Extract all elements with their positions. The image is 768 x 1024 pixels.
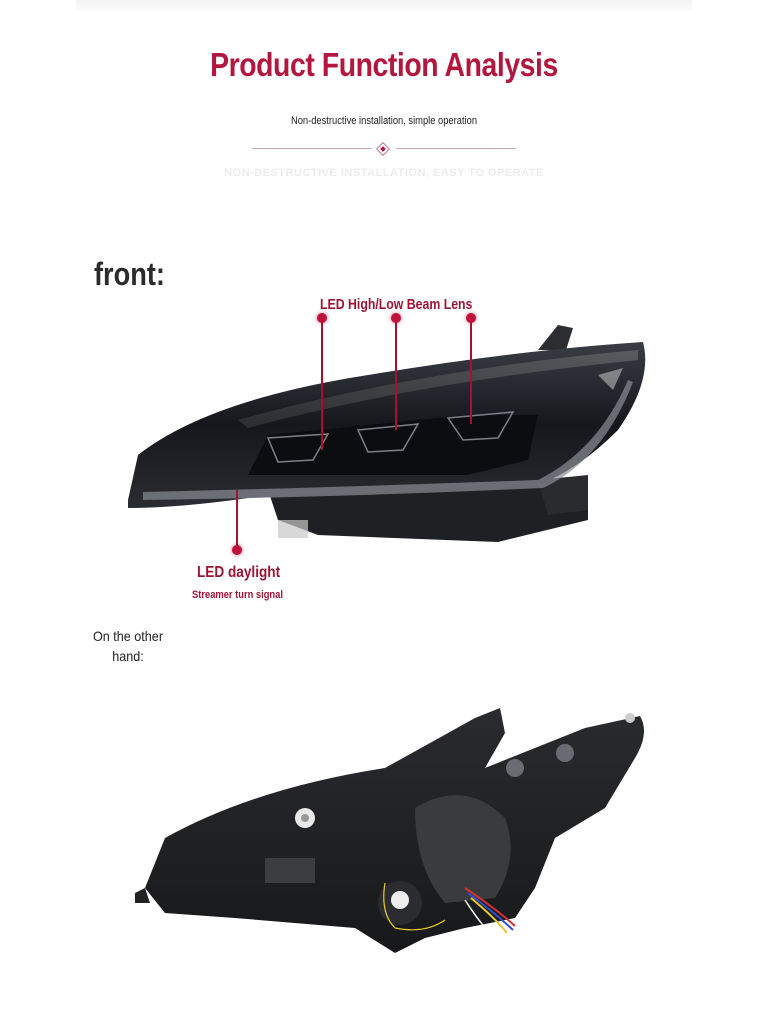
marker-line-lens-3 (470, 322, 472, 424)
english-caption: NON-DESTRUCTIVE INSTALLATION, EASY TO OP… (224, 167, 544, 179)
headlight-rear-image (135, 708, 644, 953)
top-bar (76, 0, 692, 10)
headlight-front-image (128, 325, 646, 542)
page-title: Product Function Analysis (210, 46, 558, 83)
marker-dot-lens-3 (466, 313, 476, 323)
marker-line-lens-1 (321, 322, 323, 450)
marker-dot-lens-1 (317, 313, 327, 323)
divider-right (396, 148, 516, 149)
divider-left (252, 148, 372, 149)
front-heading: front: (94, 256, 165, 292)
diamond-ornament-icon (375, 141, 391, 157)
callout-daylight-label: LED daylight (197, 564, 281, 581)
callout-lens-label: LED High/Low Beam Lens (320, 296, 473, 313)
marker-line-daylight (236, 490, 238, 546)
marker-line-lens-2 (395, 322, 397, 430)
page-subtitle: Non-destructive installation, simple ope… (290, 115, 478, 127)
marker-dot-daylight (232, 545, 242, 555)
marker-dot-lens-2 (391, 313, 401, 323)
callout-streamer-label: Streamer turn signal (192, 589, 283, 601)
back-heading: On the other hand: (92, 628, 164, 664)
